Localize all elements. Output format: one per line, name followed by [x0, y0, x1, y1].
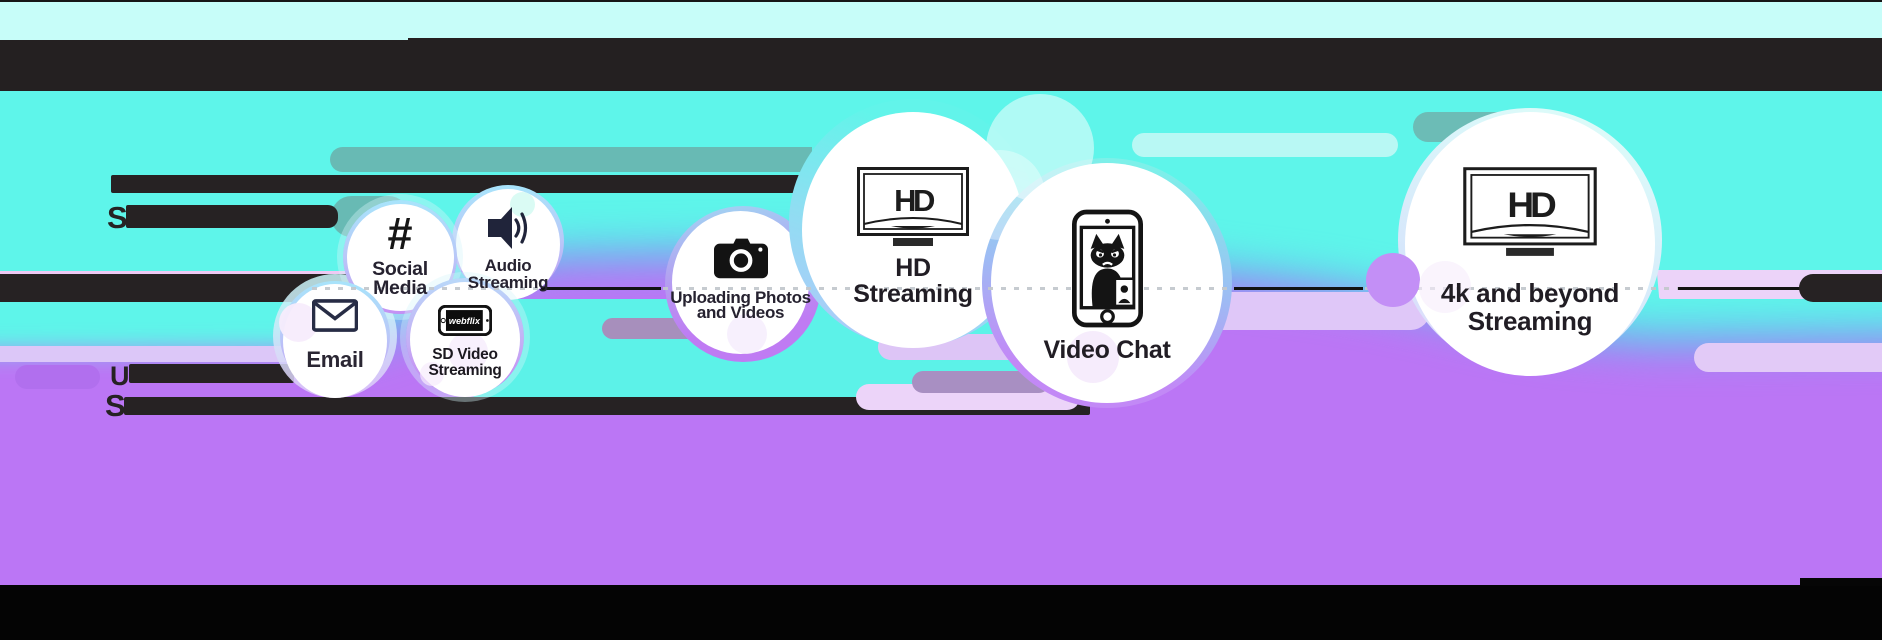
svg-text:webflix: webflix — [449, 316, 481, 326]
purple-bubble — [1366, 253, 1420, 307]
camera-icon — [713, 238, 768, 278]
upload-line-2-initial: S — [105, 388, 126, 423]
bubble-4k-streaming: HD 4k and beyond Streaming — [1398, 108, 1662, 376]
pink-bubble-video-chat — [1067, 331, 1119, 383]
svg-text:HD: HD — [894, 183, 935, 218]
hashtag-icon: # — [387, 207, 413, 259]
top-black-band-step — [408, 38, 1882, 41]
bubble-video-chat: Video Chat — [982, 158, 1232, 408]
speaker-icon — [488, 207, 528, 249]
bubble-label: Email — [306, 347, 364, 372]
solid-line-segment-3 — [1678, 287, 1802, 290]
pink-bubble-upload — [727, 314, 767, 354]
download-line-2-initial: S — [107, 200, 128, 235]
svg-text:HD: HD — [1507, 185, 1555, 225]
pale-cyan-speed-pill — [1132, 133, 1398, 157]
pink-bubble-sd-2 — [420, 362, 444, 386]
webflix-phone-icon: webflix — [437, 304, 492, 336]
lavender-speed-pill-right-2 — [1694, 343, 1882, 372]
hd-tv-icon: HD — [1463, 167, 1597, 256]
teal-speed-pill-1 — [330, 147, 812, 172]
bubble-label: HD Streaming — [853, 254, 973, 308]
bottom-black-band-step — [1800, 578, 1882, 586]
redacted-upload-line-2 — [124, 396, 1090, 415]
bubble-label: Uploading Photos and Videos — [670, 287, 811, 322]
lavender-strip — [0, 346, 292, 362]
bubble-audio-streaming: Audio Streaming — [452, 185, 564, 300]
bubble-label: Social Media — [372, 258, 428, 300]
solid-line-segment-1 — [541, 287, 661, 290]
top-pale-strip — [0, 2, 1882, 40]
envelope-icon — [311, 299, 358, 332]
pink-bubble-email — [279, 303, 318, 342]
top-hairline — [0, 0, 1882, 2]
pink-bubble-4k — [1419, 261, 1471, 313]
bubble-label: Video Chat — [1043, 336, 1171, 364]
bottom-black-band — [0, 585, 1882, 640]
purple-speed-pill — [15, 365, 100, 389]
bubble-label: Audio Streaming — [467, 256, 549, 292]
redacted-upload-line-1 — [129, 364, 294, 383]
upload-line-1-initial: U — [110, 361, 130, 391]
hd-tv-icon: HD — [857, 167, 969, 246]
cat-video-call-icon — [1071, 209, 1143, 328]
top-black-band — [0, 40, 1882, 91]
redacted-download-line-2 — [126, 204, 338, 228]
mauve-speed-pill-2 — [912, 371, 1050, 393]
solid-line-segment-2 — [1234, 287, 1363, 290]
pink-bubble-sd-1 — [448, 332, 488, 372]
white-bubble-hd — [986, 94, 1094, 202]
bubble-label: SD Video Streaming — [428, 345, 502, 379]
bubble-label: 4k and beyond Streaming — [1440, 278, 1620, 336]
black-speed-pill — [1799, 274, 1882, 302]
redacted-download-line-1 — [111, 175, 808, 193]
